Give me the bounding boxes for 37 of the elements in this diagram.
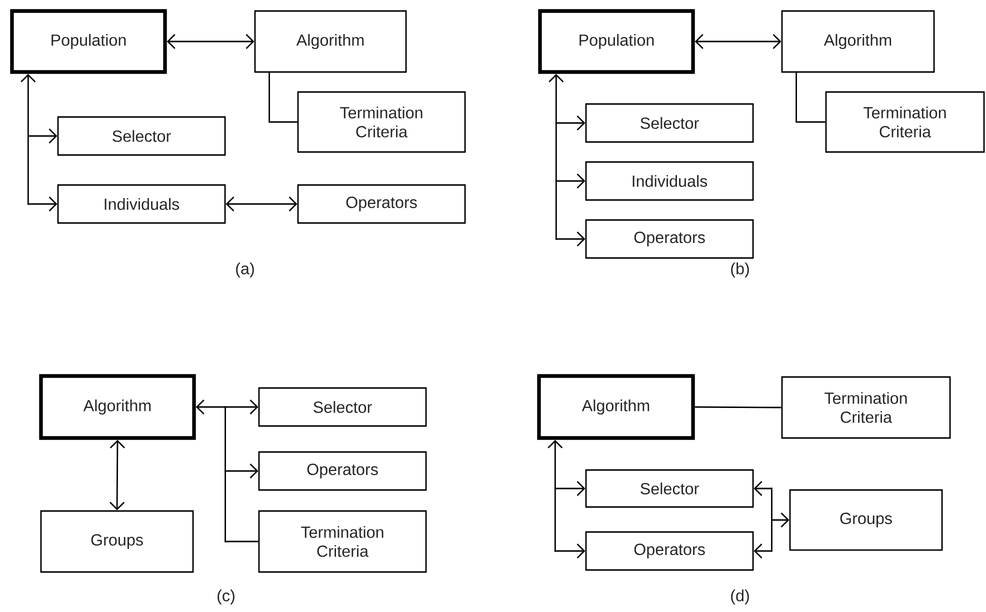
component-box: Algorithm	[781, 10, 935, 73]
component-box: Individuals	[585, 161, 754, 201]
caption: (c)	[218, 589, 234, 605]
component-box: Operators	[297, 184, 466, 224]
component-box: Termination Criteria	[258, 510, 427, 573]
component-box: Operators	[258, 451, 427, 491]
component-box: Selector	[57, 116, 226, 156]
component-box: Operators	[585, 531, 754, 571]
arrow	[754, 480, 790, 559]
arrow	[20, 74, 58, 212]
component-box: Groups	[789, 489, 943, 551]
arrow	[548, 74, 586, 247]
caption: (d)	[731, 589, 749, 605]
component-box: Selector	[585, 469, 754, 508]
component-box: Selector	[585, 103, 754, 143]
component-box: Individuals	[57, 184, 226, 224]
arrow	[166, 34, 254, 50]
arrow	[694, 34, 782, 50]
component-box: Algorithm	[537, 374, 695, 440]
arrow	[548, 440, 586, 559]
component-box: Termination Criteria	[297, 91, 466, 153]
component-box: Algorithm	[39, 374, 196, 440]
connector-line	[694, 406, 782, 408]
connector-line	[268, 72, 298, 123]
component-box: Algorithm	[254, 10, 407, 73]
component-box: Population	[10, 9, 167, 74]
component-box: Operators	[585, 219, 754, 259]
connector-line	[796, 72, 826, 123]
component-box: Termination Criteria	[825, 91, 985, 153]
component-box: Selector	[258, 387, 427, 427]
arrow	[226, 196, 298, 212]
component-box: Termination Criteria	[781, 376, 951, 439]
component-box: Population	[538, 9, 695, 74]
arrow	[196, 399, 259, 542]
arrow	[110, 440, 125, 510]
caption: (a)	[236, 262, 254, 278]
component-box: Groups	[40, 510, 194, 573]
